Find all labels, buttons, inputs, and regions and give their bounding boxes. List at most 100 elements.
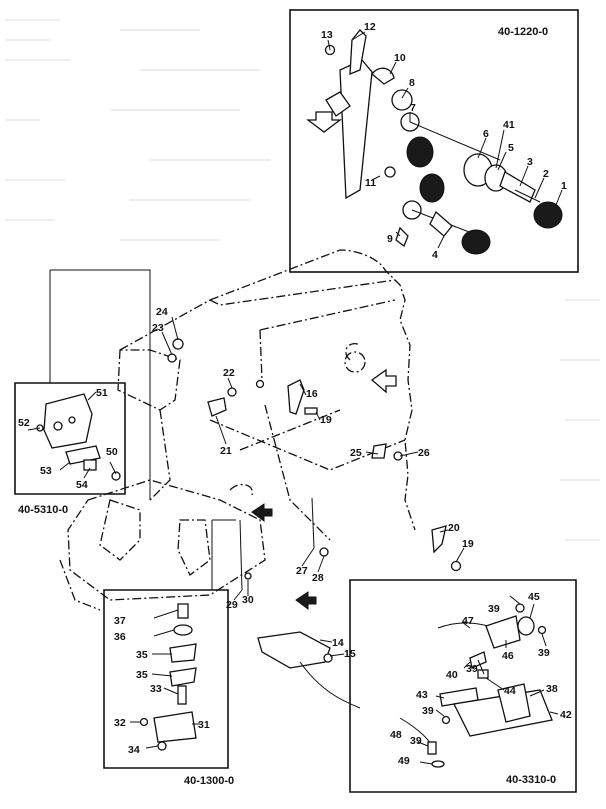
nut-34	[157, 741, 167, 751]
screw-39-top	[515, 603, 525, 613]
nut-28	[319, 547, 329, 557]
machine-body-outline	[59, 249, 416, 611]
clip-44a	[477, 669, 489, 679]
callout-2: 2	[543, 168, 549, 180]
thread-guide-12	[349, 29, 367, 75]
callout-45: 45	[528, 591, 540, 603]
callout-29: 29	[226, 599, 238, 611]
stud-2	[514, 189, 541, 203]
callout-35-upper: 35	[136, 649, 148, 661]
bracket-51	[43, 393, 93, 449]
callout-39-right: 39	[538, 647, 550, 659]
stud-shaft-upper	[409, 121, 501, 161]
callout-14: 14	[332, 637, 344, 649]
washer-23	[167, 353, 177, 363]
callout-41: 41	[503, 119, 515, 131]
callout-39-left: 39	[422, 705, 434, 717]
hook-10	[371, 67, 395, 85]
callout-46: 46	[502, 650, 514, 662]
nut-small	[255, 379, 265, 389]
direction-arrow-right	[370, 368, 397, 394]
callout-22: 22	[223, 367, 235, 379]
frame-line-5310	[50, 269, 151, 500]
leaders-1220	[327, 31, 563, 249]
callout-1: 1	[561, 180, 567, 192]
plate-35a	[169, 643, 197, 663]
callout-35-lower: 35	[136, 669, 148, 681]
collar-21	[207, 397, 227, 417]
bleed-through-texture	[5, 19, 600, 541]
callout-33: 33	[150, 683, 162, 695]
wire-lead	[299, 661, 361, 709]
callout-27: 27	[296, 565, 308, 577]
callout-20: 20	[448, 522, 460, 534]
callout-52: 52	[18, 417, 30, 429]
callout-36: 36	[114, 631, 126, 643]
callout-19-lower: 19	[462, 538, 474, 550]
center-parts	[167, 338, 462, 709]
callout-4: 4	[432, 249, 438, 261]
lever-16	[287, 379, 305, 415]
assembly-40-3310-0: 40-3310-0 39 45 39 47 46 40	[349, 579, 577, 793]
callout-30: 30	[242, 594, 254, 606]
spring-3	[499, 171, 536, 203]
callout-38: 38	[546, 683, 558, 695]
callout-42: 42	[560, 709, 572, 721]
callout-24: 24	[156, 306, 168, 318]
screw-50	[111, 471, 121, 481]
tension-nut-1	[533, 201, 563, 229]
assembly-box-5310	[14, 382, 126, 495]
callout-39-bottom: 39	[410, 735, 422, 747]
washer-36	[173, 624, 193, 636]
assembly-code-1220: 40-1220-0	[498, 26, 548, 38]
assembly-code-5310: 40-5310-0	[18, 504, 68, 516]
guide-20	[431, 525, 447, 554]
callout-50: 50	[106, 446, 118, 458]
callout-10: 10	[394, 52, 406, 64]
callout-7: 7	[410, 102, 416, 114]
callout-6: 6	[483, 128, 489, 140]
spring-19a	[304, 407, 318, 415]
tension-knob-upper	[406, 136, 434, 168]
screw-33	[177, 685, 187, 705]
tension-nut-lower	[461, 229, 491, 255]
callout-54: 54	[76, 479, 88, 491]
lever-46	[485, 615, 521, 649]
bushing-37	[177, 603, 189, 619]
screw-24	[172, 338, 184, 350]
roller-45	[517, 616, 535, 636]
screw-22	[227, 387, 237, 397]
callout-5: 5	[508, 142, 514, 154]
plate-35b	[169, 667, 197, 687]
callout-31: 31	[198, 719, 210, 731]
washer-49	[431, 760, 445, 768]
screw-39-left	[441, 715, 451, 725]
bracket-38	[497, 683, 531, 723]
bracket-31	[153, 711, 197, 743]
spring-8	[391, 89, 413, 111]
callout-53: 53	[40, 465, 52, 477]
screw-11	[384, 166, 396, 178]
callout-49: 49	[398, 755, 410, 767]
clip-9	[395, 226, 409, 248]
callout-40: 40	[446, 669, 458, 681]
callout-9: 9	[387, 233, 393, 245]
callout-43: 43	[416, 689, 428, 701]
pin-30	[244, 572, 252, 580]
assembly-code-3310: 40-3310-0	[506, 774, 556, 786]
guide-25	[371, 443, 387, 459]
callout-21: 21	[220, 445, 232, 457]
assembly-code-1300: 40-1300-0	[184, 775, 234, 787]
screw-15	[323, 653, 333, 663]
leaders-center	[161, 316, 465, 657]
callout-26: 26	[418, 447, 430, 459]
assembly-box-1300	[103, 589, 229, 769]
hole-a	[53, 421, 63, 431]
direction-arrow-lower	[295, 591, 317, 610]
callout-32: 32	[114, 717, 126, 729]
assembly-box-1220	[289, 9, 579, 273]
callout-25: 25	[350, 447, 362, 459]
callout-39-middle: 39	[466, 663, 478, 675]
callout-28: 28	[312, 572, 324, 584]
